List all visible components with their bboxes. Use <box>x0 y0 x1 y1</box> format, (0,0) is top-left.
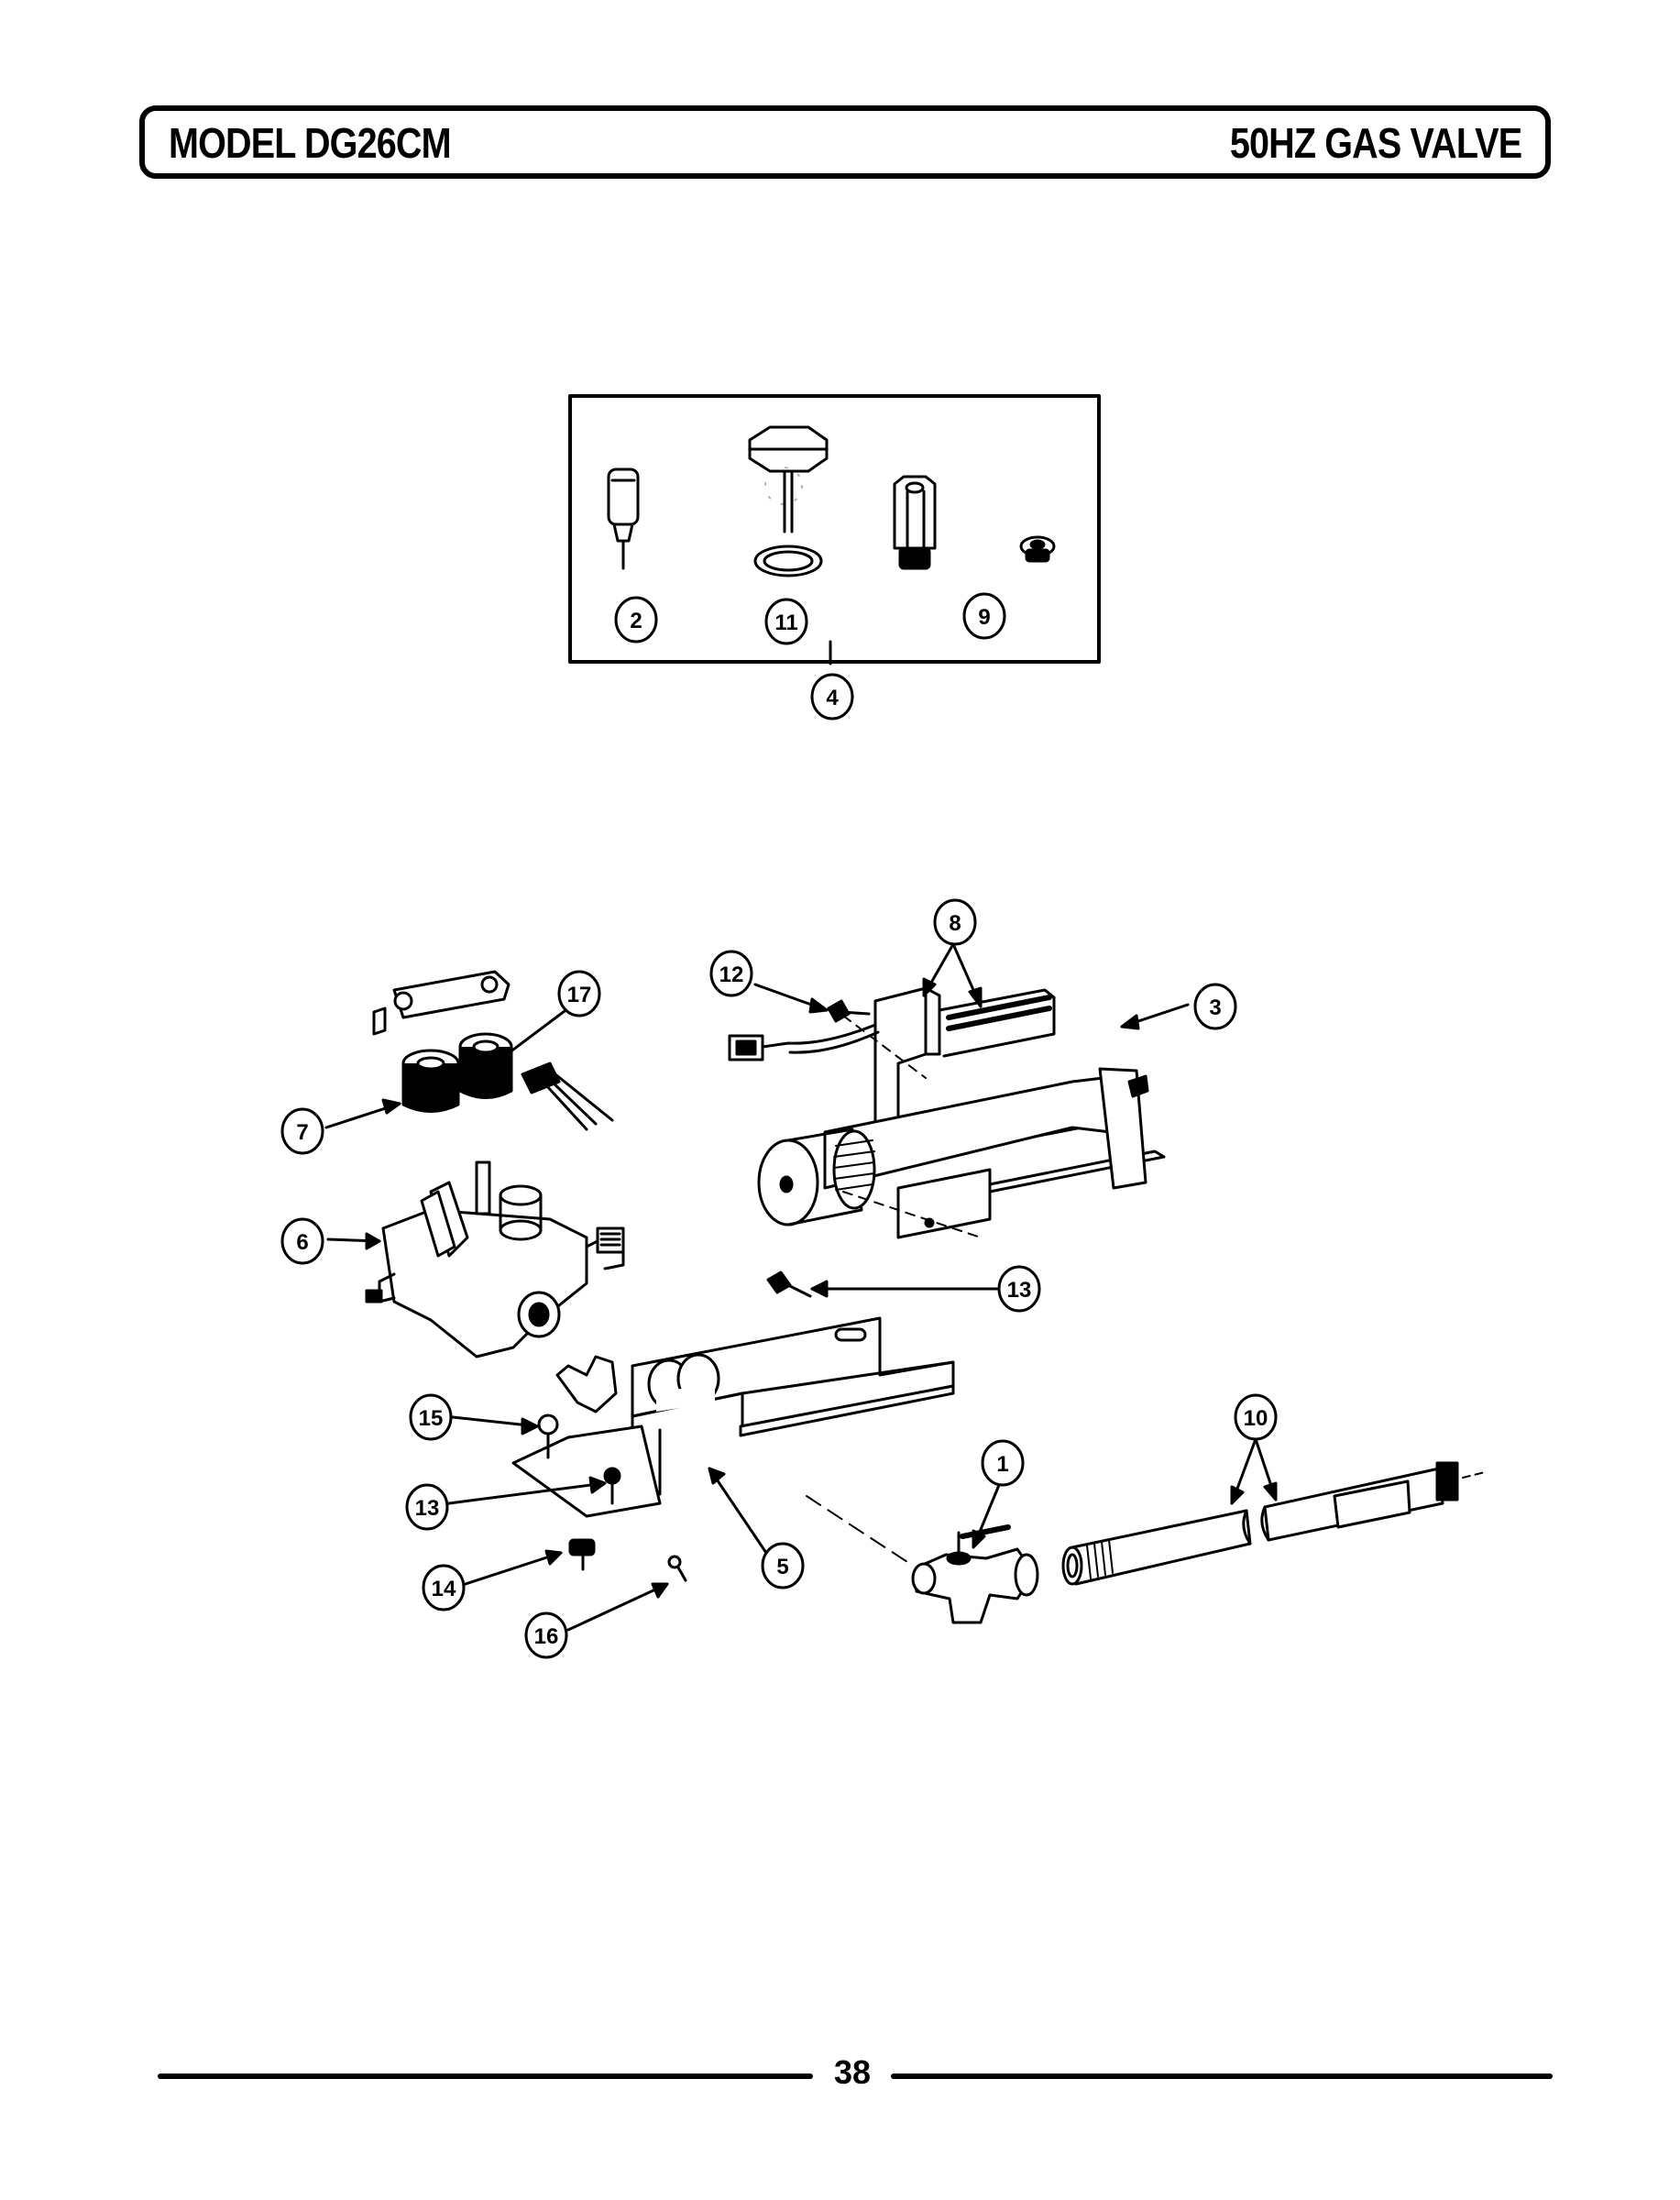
callout-label-8: 8 <box>949 911 961 936</box>
callout-label-6: 6 <box>296 1230 308 1255</box>
orifice-part <box>607 468 640 570</box>
page-number: 38 <box>833 2053 872 2091</box>
callout-label-1: 1 <box>996 1452 1008 1477</box>
callout-label-14: 14 <box>432 1577 456 1601</box>
section-title: 50HZ GAS VALVE <box>1229 119 1522 167</box>
callout-label-4: 4 <box>826 686 839 710</box>
callout-circle-6 <box>280 1217 324 1265</box>
callout-circle-15 <box>409 1393 453 1441</box>
callout-label-15: 15 <box>419 1406 444 1431</box>
callout-circle-13b <box>405 1483 449 1531</box>
footer-rule-right <box>891 2074 1553 2079</box>
callout-label-9: 9 <box>978 605 990 630</box>
callout-label-5: 5 <box>776 1555 788 1579</box>
model-title: MODEL DG26CM <box>169 119 452 167</box>
callout-label-2: 2 <box>630 609 642 633</box>
cap-part <box>1019 535 1056 563</box>
hex-fitting-part <box>893 475 937 570</box>
callout-circle-9 <box>962 592 1006 640</box>
leader-lines <box>324 640 1278 1632</box>
callout-circle-1 <box>981 1439 1025 1487</box>
callout-circle-12 <box>709 950 753 997</box>
callout-labels: 2 11 9 4 8 12 17 3 7 6 13 15 10 1 13 14 … <box>296 605 1268 1649</box>
callout-label-13a: 13 <box>1007 1278 1032 1303</box>
callout-circle-16 <box>524 1612 568 1659</box>
footer-rule-left <box>158 2074 813 2079</box>
callout-circle-3 <box>1193 983 1237 1030</box>
callout-label-10: 10 <box>1244 1406 1268 1431</box>
callout-circle-11 <box>764 598 808 645</box>
loose-screws <box>568 1270 812 1582</box>
callout-label-3: 3 <box>1209 996 1221 1020</box>
callout-label-11: 11 <box>774 610 797 635</box>
callout-label-17: 17 <box>567 983 592 1007</box>
callout-circle-8 <box>933 898 977 946</box>
shutoff-valve <box>806 1495 1039 1624</box>
callout-circle-5 <box>761 1542 805 1590</box>
callout-circle-4 <box>810 673 854 720</box>
callout-circle-2 <box>614 596 658 644</box>
gas-valve-body <box>365 1160 625 1358</box>
callout-label-16: 16 <box>534 1624 559 1649</box>
mounting-bracket <box>511 1316 955 1518</box>
callout-circle-13a <box>997 1265 1041 1313</box>
inset-parts-box <box>568 394 1101 664</box>
callout-circle-17 <box>557 970 601 1018</box>
gas-supply-pipe <box>1061 1461 1486 1586</box>
callout-label-7: 7 <box>296 1120 308 1145</box>
callout-circle-14 <box>422 1564 466 1612</box>
callout-label-13b: 13 <box>415 1496 440 1521</box>
header-bar: MODEL DG26CM 50HZ GAS VALVE <box>139 105 1551 179</box>
callout-circle-7 <box>280 1107 324 1155</box>
knob-and-washer-part <box>748 425 829 578</box>
callout-label-12: 12 <box>719 962 744 987</box>
callout-circle-10 <box>1234 1393 1278 1441</box>
burner-assembly <box>728 986 1166 1239</box>
callout-circles <box>280 592 1278 1659</box>
